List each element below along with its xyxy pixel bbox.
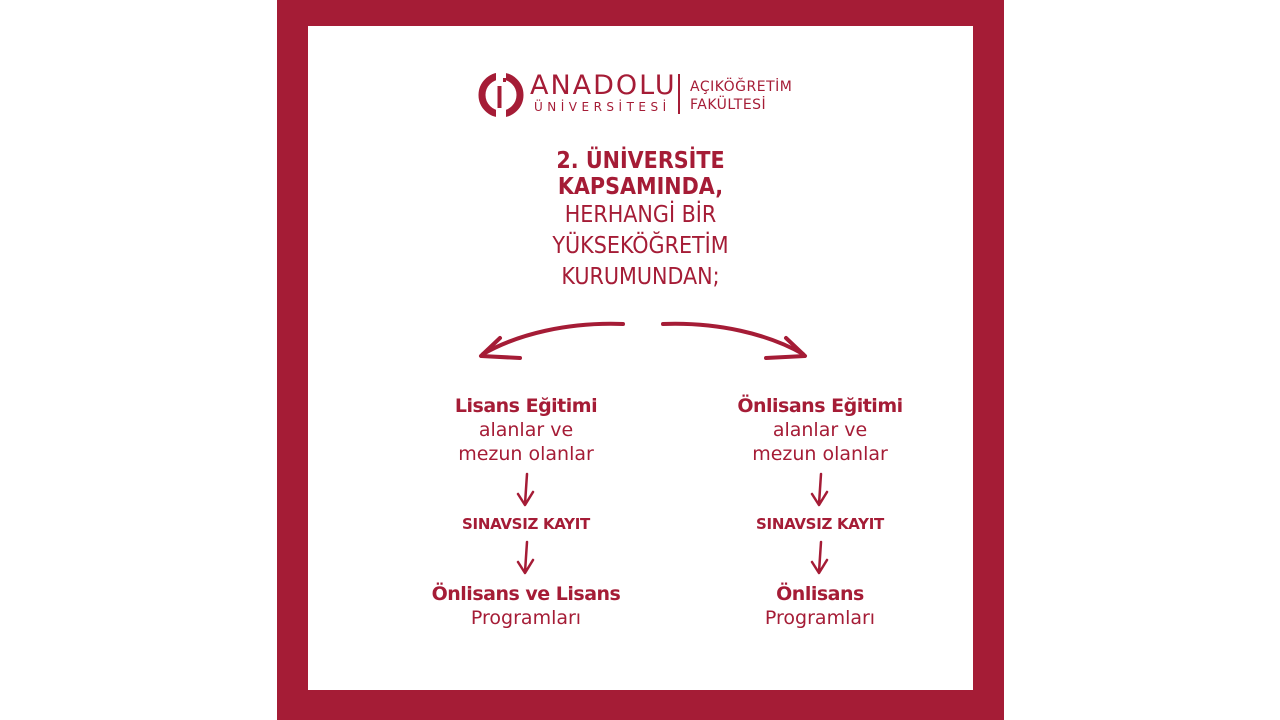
- logo-divider: [678, 74, 680, 114]
- onlisans-desc-2: mezun olanlar: [752, 443, 888, 465]
- headline-line-1: 2. ÜNİVERSİTE: [556, 148, 725, 174]
- brand-name: ANADOLU: [530, 70, 677, 101]
- headline-line-2: KAPSAMINDA,: [557, 174, 724, 200]
- onlisans-desc-1: alanlar ve: [772, 419, 868, 441]
- lisans-result-sub: Programları: [470, 607, 582, 629]
- onlisans-step: SINAVSIZ KAYIT: [756, 515, 884, 533]
- lisans-desc-2: mezun olanlar: [458, 443, 594, 465]
- anadolu-logo-icon: [478, 72, 524, 118]
- split-arrows-icon: [479, 321, 807, 360]
- headline-line-4: YÜKSEKÖĞRETİM: [552, 233, 729, 259]
- lisans-step: SINAVSIZ KAYIT: [462, 515, 590, 533]
- headline-line-5: KURUMUNDAN;: [561, 264, 720, 290]
- lisans-result-title: Önlisans ve Lisans: [431, 583, 621, 605]
- onlisans-column: Önlisans Eğitimi alanlar ve mezun olanla…: [700, 394, 940, 630]
- arrow-down-icon: [516, 472, 535, 507]
- onlisans-result-sub: Programları: [764, 607, 876, 629]
- university-logo: ANADOLU ÜNİVERSİTESİ AÇIKÖĞRETİM FAKÜLTE…: [478, 70, 838, 120]
- lisans-column: Lisans Eğitimi alanlar ve mezun olanlar …: [406, 394, 646, 630]
- red-frame: ANADOLU ÜNİVERSİTESİ AÇIKÖĞRETİM FAKÜLTE…: [277, 0, 1004, 720]
- faculty-line-2: FAKÜLTESİ: [690, 97, 767, 113]
- faculty-line-1: AÇIKÖĞRETİM: [690, 79, 793, 95]
- onlisans-result-title: Önlisans: [776, 583, 864, 605]
- arrow-down-icon: [810, 540, 829, 575]
- lisans-desc-1: alanlar ve: [478, 419, 574, 441]
- lisans-title: Lisans Eğitimi: [454, 395, 598, 417]
- content-panel: ANADOLU ÜNİVERSİTESİ AÇIKÖĞRETİM FAKÜLTE…: [308, 26, 973, 690]
- headline-line-3: HERHANGİ BİR: [564, 202, 717, 228]
- arrow-down-icon: [516, 540, 535, 575]
- brand-subtitle: ÜNİVERSİTESİ: [534, 100, 671, 114]
- faculty-name: AÇIKÖĞRETİM FAKÜLTESİ: [690, 78, 792, 114]
- headline: 2. ÜNİVERSİTE KAPSAMINDA, HERHANGİ BİR Y…: [308, 148, 973, 293]
- arrow-down-icon: [810, 472, 829, 507]
- onlisans-title: Önlisans Eğitimi: [737, 395, 903, 417]
